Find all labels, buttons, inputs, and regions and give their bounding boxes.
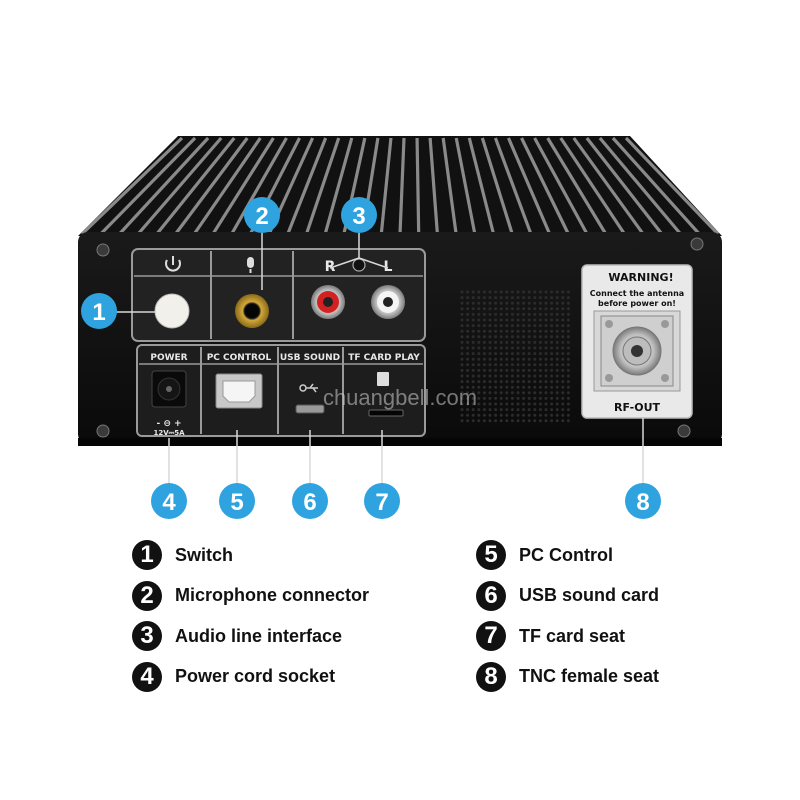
- vent-grille: [460, 290, 570, 423]
- dc-power-jack[interactable]: [151, 370, 187, 408]
- tnc-connector[interactable]: [600, 315, 674, 387]
- legend-badge: 5: [476, 540, 506, 570]
- legend-right: 5 PC Control 6 USB sound card 7 TF card …: [476, 540, 776, 702]
- legend-item: 8 TNC female seat: [476, 661, 776, 692]
- legend-label: Audio line interface: [175, 625, 343, 646]
- callout-7: 7: [364, 483, 400, 519]
- warning-line2: before power on!: [598, 299, 676, 308]
- legend-item: 2 Microphone connector: [132, 580, 432, 611]
- microphone-icon: [247, 257, 254, 273]
- legend-label: TNC female seat: [519, 666, 660, 686]
- audio-left-label: L: [384, 259, 393, 275]
- svg-text:3: 3: [352, 203, 365, 230]
- tf-card-slot[interactable]: [368, 409, 404, 417]
- svg-text:2: 2: [255, 203, 268, 230]
- svg-text:6: 6: [303, 489, 316, 516]
- svg-text:7: 7: [375, 489, 388, 516]
- warning-line1: Connect the antenna: [590, 289, 684, 298]
- legend-left: 1 Switch 2 Microphone connector 3 Audio …: [132, 540, 432, 702]
- sd-card-icon: [377, 372, 389, 386]
- legend-item: 1 Switch: [132, 540, 432, 570]
- legend-label: Switch: [175, 544, 234, 565]
- legend-item: 6 USB sound card: [476, 580, 776, 611]
- legend-item: 7 TF card seat: [476, 621, 776, 651]
- legend-badge: 7: [476, 621, 506, 651]
- legend-item: 4 Power cord socket: [132, 661, 432, 692]
- legend-item: 3 Audio line interface: [132, 621, 432, 651]
- label-tf-card-play: TF CARD PLAY: [348, 353, 420, 363]
- callout-6: 6: [292, 483, 328, 519]
- heatsink-top: [78, 136, 722, 236]
- rf-out-plate: WARNING! Connect the antenna before powe…: [581, 264, 693, 419]
- audio-plate: R L: [131, 248, 426, 342]
- label-usb-sound: USB SOUND: [280, 353, 340, 363]
- legend-badge: 8: [476, 661, 506, 692]
- power-icon: [165, 256, 181, 272]
- svg-text:1: 1: [92, 299, 105, 326]
- rf-out-label: RF-OUT: [614, 401, 660, 414]
- screws: [96, 237, 704, 438]
- polarity-mark: - ⊖ +: [156, 419, 181, 429]
- svg-text:8: 8: [636, 489, 649, 516]
- legend-label: Power cord socket: [175, 666, 336, 686]
- callout-4: 4: [151, 483, 187, 519]
- warning-title: WARNING!: [608, 271, 673, 284]
- svg-text:5: 5: [230, 489, 243, 516]
- callout-5: 5: [219, 483, 255, 519]
- rca-jack-right[interactable]: [311, 285, 345, 319]
- legend-label: TF card seat: [519, 625, 626, 646]
- callouts: 1 2 3 4 5 6 7 8: [81, 197, 661, 519]
- legend-badge: 3: [132, 621, 162, 651]
- label-power: POWER: [150, 353, 187, 363]
- svg-text:4: 4: [162, 489, 176, 516]
- legend-badge: 1: [132, 540, 162, 570]
- callout-leaders: [116, 233, 644, 486]
- legend-badge: 2: [132, 580, 162, 611]
- callout-8: 8: [625, 483, 661, 519]
- callout-2: 2: [244, 197, 280, 233]
- callout-1: 1: [81, 293, 117, 329]
- power-rating: 12V⎓5A: [153, 429, 185, 437]
- usb-b-port[interactable]: [215, 373, 263, 409]
- legend-label: PC Control: [519, 544, 613, 565]
- usb-icon: [299, 383, 318, 393]
- device-illustration: R L POWER PC CONTROL USB SOUN: [78, 136, 722, 519]
- watermark: chuangbell.com: [323, 385, 477, 410]
- port-plate: POWER PC CONTROL USB SOUND TF CARD PLAY …: [136, 344, 426, 437]
- legend-label: Microphone connector: [175, 585, 370, 605]
- legend-item: 5 PC Control: [476, 540, 776, 570]
- legend-badge: 6: [476, 580, 506, 611]
- legend-label: USB sound card: [519, 585, 660, 605]
- rca-jack-left[interactable]: [371, 285, 405, 319]
- callout-3: 3: [341, 197, 377, 233]
- audio-right-label: R: [325, 259, 336, 275]
- label-pc-control: PC CONTROL: [207, 353, 272, 363]
- micro-usb-port[interactable]: [295, 404, 325, 414]
- legend-badge: 4: [132, 661, 162, 692]
- rear-panel: R L POWER PC CONTROL USB SOUN: [78, 232, 722, 446]
- power-switch[interactable]: [154, 293, 190, 329]
